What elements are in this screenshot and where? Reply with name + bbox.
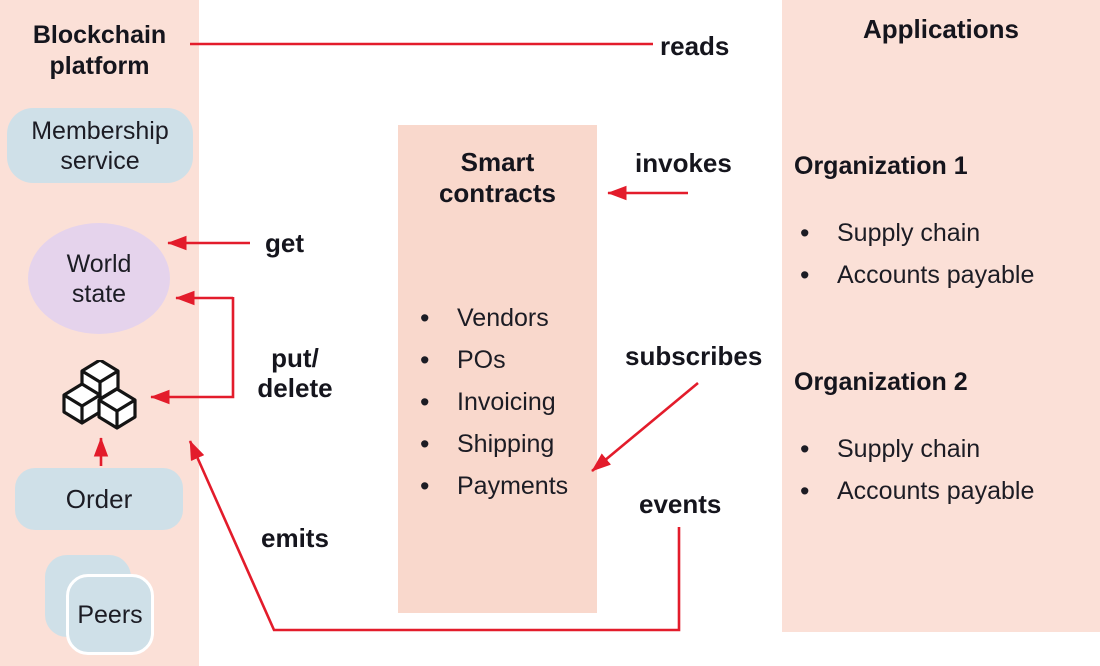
cube-bottom-right <box>97 387 137 430</box>
contract-item: Payments <box>420 465 590 507</box>
emits-label: emits <box>261 523 329 553</box>
smart-contracts-box: Smart contracts Vendors POs Invoicing Sh… <box>398 125 597 613</box>
contract-item: Shipping <box>420 423 590 465</box>
smart-contracts-list: Vendors POs Invoicing Shipping Payments <box>420 297 590 507</box>
put-delete-label: put/ delete <box>243 343 347 403</box>
blocks-cubes-icon <box>62 360 137 430</box>
peers-node: Peers <box>66 574 154 655</box>
contract-item: POs <box>420 339 590 381</box>
organization-2-list: Supply chain Accounts payable <box>800 428 1090 512</box>
order-node: Order <box>15 468 183 530</box>
put-delete-line-1: put/ <box>271 343 319 373</box>
applications-panel: Applications Organization 1 Supply chain… <box>782 0 1100 632</box>
order-label: Order <box>65 484 133 514</box>
peers-label: Peers <box>77 600 143 629</box>
reads-label: reads <box>660 31 730 61</box>
invokes-label: invokes <box>635 148 732 178</box>
world-state-node: World state <box>28 223 170 334</box>
get-label: get <box>265 228 304 258</box>
organization-2-heading: Organization 2 <box>794 368 968 396</box>
subscribes-label: subscribes <box>625 341 763 371</box>
smart-contracts-title: Smart contracts <box>438 147 557 208</box>
contract-item: Vendors <box>420 297 590 339</box>
cube-bottom-left <box>62 382 102 425</box>
membership-service-label: Membership service <box>31 116 169 175</box>
organization-1-list: Supply chain Accounts payable <box>800 212 1090 296</box>
put-delete-line-2: delete <box>257 373 333 403</box>
blockchain-platform-title: Blockchain platform <box>32 21 167 80</box>
world-state-label: World state <box>66 249 132 308</box>
application-item: Supply chain <box>800 428 1090 470</box>
membership-service-node: Membership service <box>7 108 193 183</box>
application-item: Accounts payable <box>800 254 1090 296</box>
application-item: Supply chain <box>800 212 1090 254</box>
application-item: Accounts payable <box>800 470 1090 512</box>
subscribes-arrow <box>591 381 699 473</box>
organization-1-heading: Organization 1 <box>794 152 968 180</box>
events-label: events <box>639 489 722 519</box>
contract-item: Invoicing <box>420 381 590 423</box>
applications-title: Applications <box>862 14 1019 44</box>
